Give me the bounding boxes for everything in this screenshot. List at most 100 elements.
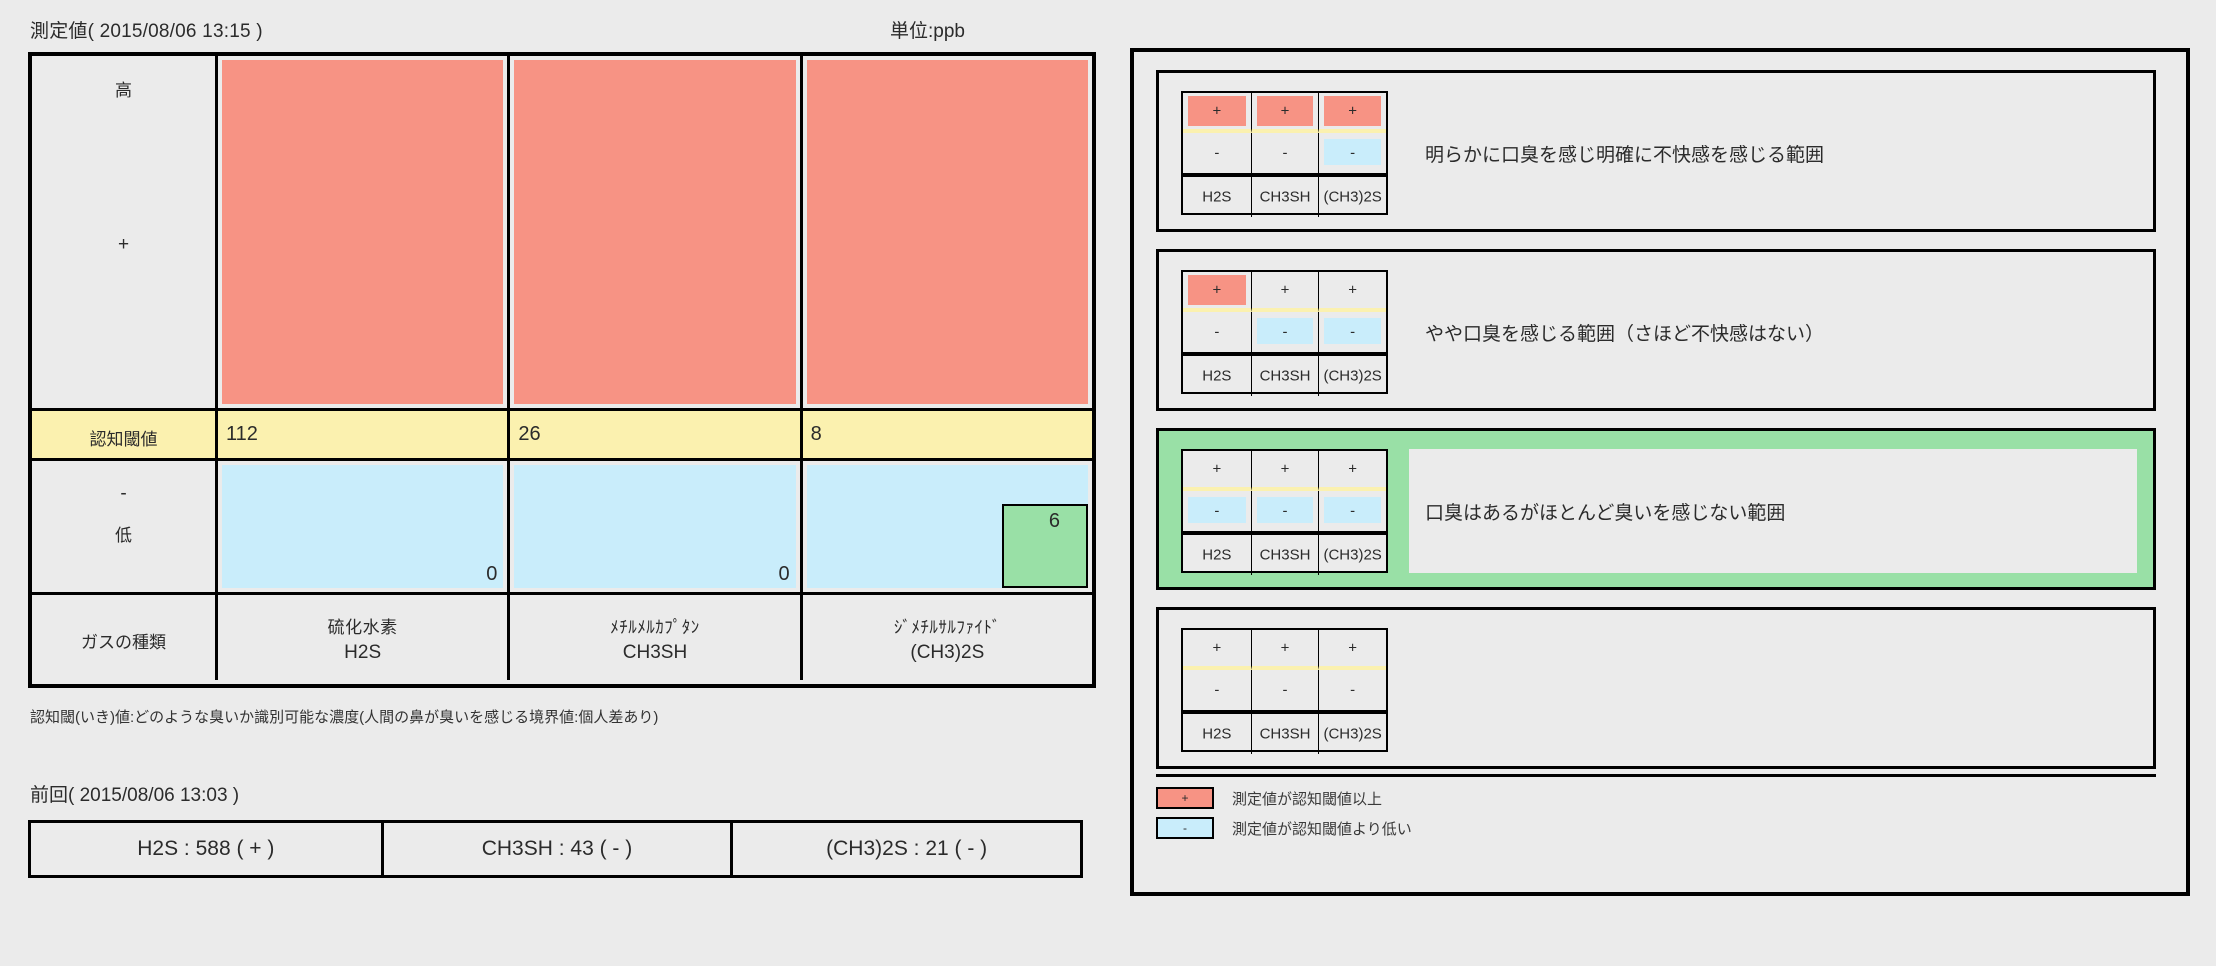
minus-band bbox=[514, 465, 796, 588]
mini-cell-minus-ch32s: - bbox=[1318, 670, 1386, 714]
mini-label-h2s: H2S bbox=[1183, 177, 1251, 217]
mini-cell-minus-ch32s: - bbox=[1318, 312, 1386, 356]
mini-label-ch3sh: CH3SH bbox=[1250, 177, 1319, 217]
mini-cell-minus-ch32s: - bbox=[1318, 491, 1386, 535]
threshold-label: 認知閾値 bbox=[89, 430, 158, 449]
swatch-below bbox=[1188, 497, 1246, 523]
mini-gas-label: CH3SH bbox=[1259, 188, 1311, 206]
range-box-3-active[interactable]: + + + - - - H2S CH3SH (CH3)2S 口臭はあるがほとんど… bbox=[1156, 428, 2156, 590]
axis-label-minus: - bbox=[120, 483, 127, 504]
threshold-value-ch32s: 8 bbox=[799, 408, 1092, 458]
gas-name: ｼﾞﾒﾁﾙｻﾙﾌｧｲﾄﾞ (CH3)2S bbox=[803, 595, 1092, 664]
threshold-value: 26 bbox=[518, 423, 541, 445]
mini-label-ch32s: (CH3)2S bbox=[1318, 714, 1386, 754]
gas-name-en: (CH3)2S bbox=[910, 642, 985, 663]
range-box-2[interactable]: + + + - - - H2S CH3SH (CH3)2S やや口臭を感じる範囲… bbox=[1156, 249, 2156, 411]
swatch-above bbox=[1324, 96, 1381, 126]
mini-symbol: + bbox=[1348, 102, 1358, 120]
mini-gas-label: (CH3)2S bbox=[1323, 725, 1382, 743]
mini-cell-plus-h2s: + bbox=[1183, 272, 1251, 312]
mini-symbol: - bbox=[1350, 144, 1356, 162]
mini-cell-plus-ch32s: + bbox=[1318, 451, 1386, 491]
mini-label-h2s: H2S bbox=[1183, 714, 1251, 754]
gas-name: ﾒﾁﾙﾒﾙｶﾌﾟﾀﾝ CH3SH bbox=[510, 595, 799, 664]
mini-symbol: - bbox=[1282, 502, 1288, 520]
swatch-above bbox=[1188, 275, 1246, 305]
gas-kind-axis-cell: ガスの種類 bbox=[32, 592, 215, 680]
mini-label-h2s: H2S bbox=[1183, 535, 1251, 575]
mini-symbol: + bbox=[1348, 281, 1358, 299]
axis-label-low: 低 bbox=[115, 526, 132, 545]
key-row-above: + 測定値が認知閾値以上 bbox=[1156, 787, 1382, 809]
threshold-value-ch3sh: 26 bbox=[507, 408, 800, 458]
mini-cell-minus-ch3sh: - bbox=[1250, 133, 1319, 177]
range-box-1[interactable]: + + + - - - H2S CH3SH (CH3)2S 明らかに口臭を感じ明… bbox=[1156, 70, 2156, 232]
mini-symbol: + bbox=[1280, 281, 1290, 299]
threshold-note: 認知閾(いき)値:どのような臭いか識別可能な濃度(人間の鼻が臭いを感じる境界値:… bbox=[30, 709, 659, 726]
mini-label-ch32s: (CH3)2S bbox=[1318, 356, 1386, 396]
measurement-panel: 測定値( 2015/08/06 13:15 ) 単位:ppb 高 + 認知閾値 … bbox=[28, 8, 1113, 958]
mini-cell-minus-h2s: - bbox=[1183, 491, 1251, 535]
legend-panel: + + + - - - H2S CH3SH (CH3)2S 明らかに口臭を感じ明… bbox=[1130, 48, 2190, 896]
mini-symbol: + bbox=[1212, 281, 1222, 299]
key-symbol: - bbox=[1183, 821, 1187, 835]
mini-symbol: + bbox=[1212, 460, 1222, 478]
key-swatch-above: + bbox=[1156, 787, 1214, 809]
measured-bar-ch32s: 6 bbox=[1002, 504, 1088, 588]
gas-name-jp: 硫化水素 bbox=[327, 618, 398, 637]
mini-label-ch32s: (CH3)2S bbox=[1318, 535, 1386, 575]
measured-value-ch3sh: 0 bbox=[778, 563, 790, 585]
mini-symbol: + bbox=[1280, 639, 1290, 657]
range-description-4 bbox=[1409, 628, 2137, 752]
mini-label-ch3sh: CH3SH bbox=[1250, 535, 1319, 575]
gas-name: 硫化水素 H2S bbox=[218, 595, 507, 664]
unit-label: 単位:ppb bbox=[890, 21, 965, 42]
mini-symbol: - bbox=[1282, 681, 1288, 699]
measurement-title: 測定値( 2015/08/06 13:15 ) bbox=[30, 21, 263, 42]
measured-value-ch32s: 6 bbox=[1048, 510, 1060, 532]
mini-symbol: + bbox=[1212, 639, 1222, 657]
range-description-1: 明らかに口臭を感じ明確に不快感を感じる範囲 bbox=[1425, 144, 1825, 166]
mini-symbol: - bbox=[1214, 323, 1220, 341]
axis-column-plus: 高 + bbox=[32, 56, 215, 408]
range-description-2: やや口臭を感じる範囲（さほど不快感はない） bbox=[1425, 323, 1825, 345]
range-mini-table: + + + - - - H2S CH3SH (CH3)2S bbox=[1181, 449, 1388, 575]
key-swatch-below: - bbox=[1156, 817, 1214, 839]
mini-label-ch32s: (CH3)2S bbox=[1318, 177, 1386, 217]
gas-name-jp: ﾒﾁﾙﾒﾙｶﾌﾟﾀﾝ bbox=[610, 618, 700, 637]
range-box-4[interactable]: + + + - - - H2S CH3SH (CH3)2S bbox=[1156, 607, 2156, 769]
measured-value-h2s: 0 bbox=[486, 563, 498, 585]
axis-label-high: 高 bbox=[115, 81, 132, 100]
mini-cell-minus-ch3sh: - bbox=[1250, 670, 1319, 714]
previous-result-ch32s: (CH3)2S : 21 ( - ) bbox=[730, 823, 1080, 875]
swatch-below bbox=[1324, 139, 1381, 165]
mini-cell-plus-ch3sh: + bbox=[1250, 272, 1319, 312]
mini-cell-minus-ch3sh: - bbox=[1250, 491, 1319, 535]
threshold-value: 112 bbox=[226, 423, 258, 445]
mini-symbol: - bbox=[1214, 681, 1220, 699]
range-description-3: 口臭はあるがほとんど臭いを感じない範囲 bbox=[1409, 449, 2137, 573]
mini-cell-plus-h2s: + bbox=[1183, 630, 1251, 670]
mini-label-ch3sh: CH3SH bbox=[1250, 714, 1319, 754]
plus-band bbox=[514, 60, 796, 404]
mini-cell-plus-ch32s: + bbox=[1318, 272, 1386, 312]
gas-name-ch32s: ｼﾞﾒﾁﾙｻﾙﾌｧｲﾄﾞ (CH3)2S bbox=[799, 592, 1092, 680]
mini-symbol: + bbox=[1280, 460, 1290, 478]
mini-gas-label: H2S bbox=[1202, 725, 1232, 743]
threshold-value-h2s: 112 bbox=[215, 408, 508, 458]
gas-kind-label: ガスの種類 bbox=[81, 633, 166, 652]
mini-symbol: - bbox=[1214, 502, 1220, 520]
minus-region-ch32s: 6 bbox=[799, 458, 1092, 592]
mini-label-ch3sh: CH3SH bbox=[1250, 356, 1319, 396]
mini-cell-minus-h2s: - bbox=[1183, 670, 1251, 714]
mini-symbol: - bbox=[1282, 323, 1288, 341]
range-mini-table: + + + - - - H2S CH3SH (CH3)2S bbox=[1181, 628, 1388, 754]
mini-gas-label: (CH3)2S bbox=[1323, 188, 1382, 206]
mini-symbol: + bbox=[1280, 102, 1290, 120]
swatch-below bbox=[1256, 497, 1314, 523]
mini-cell-minus-h2s: - bbox=[1183, 133, 1251, 177]
gas-name-en: H2S bbox=[344, 642, 382, 663]
key-text-above: 測定値が認知閾値以上 bbox=[1232, 790, 1383, 808]
key-divider bbox=[1156, 774, 2156, 777]
